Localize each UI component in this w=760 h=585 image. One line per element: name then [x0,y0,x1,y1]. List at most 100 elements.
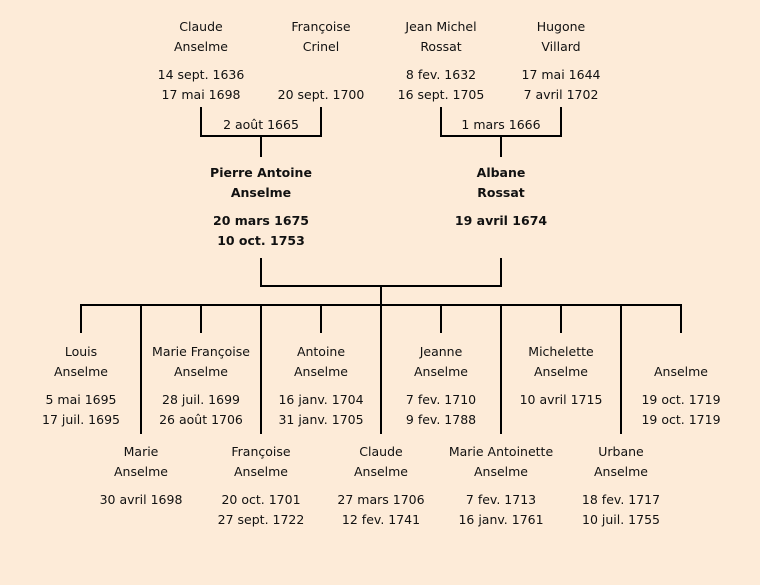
last-name: Anselme [533,364,589,379]
first-name: Marie Françoise [152,344,250,359]
birth-date: 17 mai 1644 [521,67,601,82]
connector-line [320,107,322,137]
first-name: Françoise [231,444,291,459]
death-date: 12 fev. 1741 [341,512,421,527]
last-name: Rossat [477,185,525,200]
birth-date: 27 mars 1706 [337,492,425,507]
child-drop-line [380,304,382,434]
connector-line [260,135,262,157]
connector-line [500,258,502,287]
child-drop-line [140,304,142,434]
last-name: Anselme [230,185,292,200]
child-drop-line [680,304,682,333]
death-date: 26 août 1706 [159,412,243,427]
first-name: Marie [123,444,159,459]
death-date: 17 juil. 1695 [42,412,120,427]
death-date: 31 janv. 1705 [278,412,364,427]
death-date: 7 avril 1702 [523,87,599,102]
last-name: Anselme [53,364,109,379]
first-name: Françoise [291,19,351,34]
birth-date: 7 fev. 1713 [465,492,537,507]
first-name: Antoine [296,344,346,359]
birth-date: 18 fev. 1717 [581,492,661,507]
connector-line [260,258,262,287]
death-date: 16 sept. 1705 [397,87,485,102]
death-date: 20 sept. 1700 [277,87,365,102]
connector-line [200,107,202,137]
birth-date: 10 avril 1715 [519,392,603,407]
birth-date: 5 mai 1695 [45,392,117,407]
connector-line [560,107,562,137]
last-name: Anselme [293,364,349,379]
first-name: Albane [476,165,526,180]
child-drop-line [560,304,562,333]
birth-date: 19 avril 1674 [454,213,548,228]
child-drop-line [620,304,622,434]
child-drop-line [320,304,322,333]
birth-date: 20 oct. 1701 [221,492,301,507]
first-name: Claude [359,444,403,459]
first-name: Urbane [598,444,644,459]
birth-date: 14 sept. 1636 [157,67,245,82]
first-name: Michelette [528,344,594,359]
last-name: Anselme [473,464,529,479]
last-name: Anselme [653,364,709,379]
last-name: Anselme [113,464,169,479]
last-name: Anselme [413,364,469,379]
first-name: Marie Antoinette [448,444,554,459]
connector-line [380,285,382,305]
death-date: 9 fev. 1788 [405,412,477,427]
connector-line [500,135,502,157]
death-date: 17 mai 1698 [161,87,241,102]
child-drop-line [440,304,442,333]
death-date: 27 sept. 1722 [217,512,305,527]
last-name: Crinel [302,39,340,54]
first-name: Claude [179,19,223,34]
first-name: Hugone [536,19,586,34]
birth-date: 19 oct. 1719 [641,392,721,407]
connector-line [440,107,442,137]
last-name: Anselme [233,464,289,479]
first-name [601,342,760,362]
last-name: Anselme [173,39,229,54]
death-date: 10 oct. 1753 [217,233,305,248]
last-name: Anselme [173,364,229,379]
death-date: 16 janv. 1761 [458,512,544,527]
birth-date: 8 fev. 1632 [405,67,477,82]
last-name: Villard [541,39,581,54]
birth-date: 16 janv. 1704 [278,392,364,407]
first-name: Jeanne [419,344,463,359]
death-date: 10 juil. 1755 [582,512,660,527]
birth-date: 30 avril 1698 [99,492,183,507]
last-name: Anselme [593,464,649,479]
child-drop-line [200,304,202,333]
child-drop-line [80,304,82,333]
birth-date: 7 fev. 1710 [405,392,477,407]
marriage-date: 2 août 1665 [223,117,299,132]
first-name: Louis [64,344,98,359]
last-name: Rossat [420,39,462,54]
child-drop-line [260,304,262,434]
marriage-date: 1 mars 1666 [461,117,541,132]
last-name: Anselme [353,464,409,479]
birth-date: 20 mars 1675 [213,213,309,228]
first-name: Jean Michel [405,19,477,34]
birth-date: 28 juil. 1699 [162,392,240,407]
